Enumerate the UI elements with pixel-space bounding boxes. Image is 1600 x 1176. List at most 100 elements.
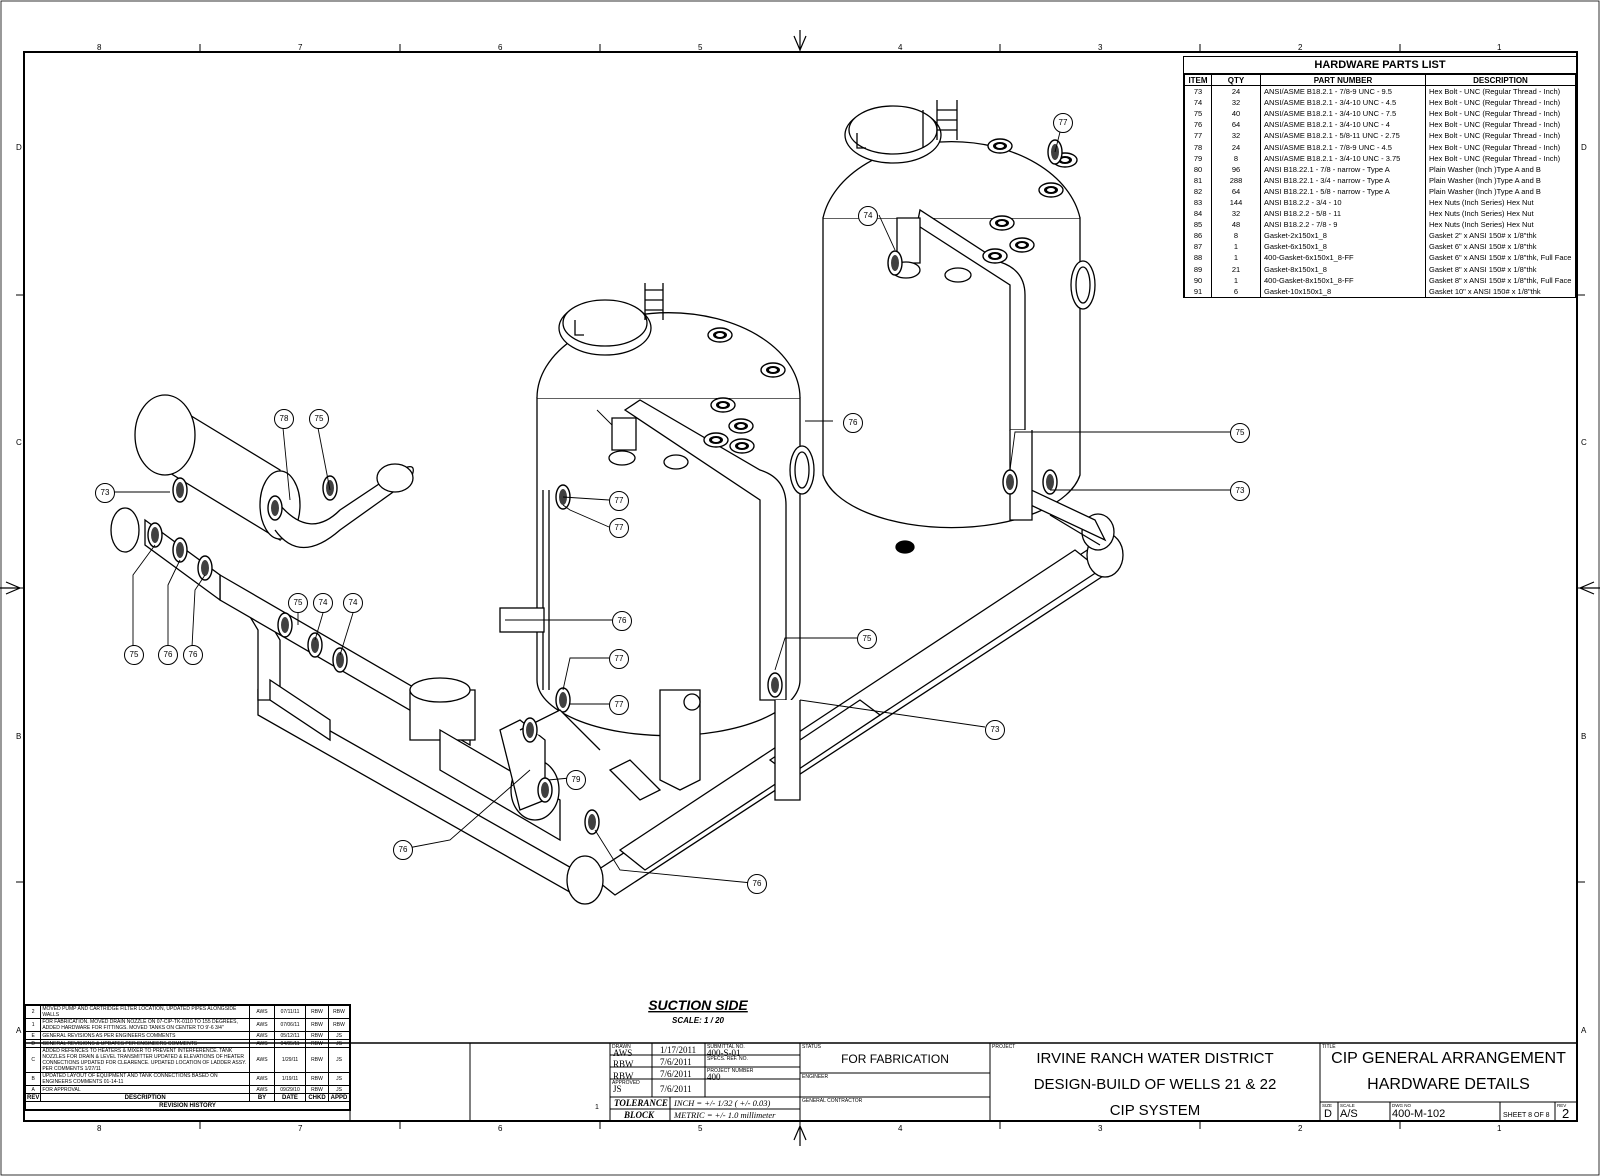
parts-item: 85 — [1184, 219, 1212, 231]
zone-bottom-7: 7 — [298, 1124, 303, 1133]
parts-qty: 96 — [1211, 163, 1261, 175]
tb-submittal-no: 400-S-01 — [707, 1048, 741, 1058]
parts-item: 75 — [1184, 108, 1212, 120]
parts-description: Gasket 8" x ANSI 150# x 1/8"thk — [1425, 263, 1576, 275]
rev-date: 1/29/11 — [274, 1047, 306, 1073]
callout-bubble: 77 — [609, 649, 629, 669]
tb-one: 1 — [595, 1104, 599, 1111]
tb-approved-label: APPROVED — [612, 1080, 640, 1086]
parts-part-number: ANSI/ASME B18.2.1 - 7/8-9 UNC - 9.5 — [1260, 85, 1426, 98]
zone-top-6: 6 — [498, 43, 503, 52]
rev-chkd: RBW — [305, 1039, 329, 1048]
tb-block: BLOCK — [624, 1110, 655, 1120]
parts-description: Plain Washer (Inch )Type A and B — [1425, 185, 1576, 197]
callout-bubble: 76 — [747, 874, 767, 894]
rev-chkd: RBW — [305, 1031, 329, 1040]
callout-bubble: 75 — [309, 409, 329, 429]
tb-engr-date: 7/6/2011 — [660, 1069, 692, 1079]
rev-col-date: DATE — [274, 1093, 306, 1102]
tb-project-field-label: PROJECT — [992, 1044, 1016, 1050]
view-scale: SCALE: 1 / 20 — [672, 1016, 725, 1025]
callout-bubble: 76 — [393, 840, 413, 860]
rev-chkd: RBW — [305, 1005, 329, 1019]
tb-gc-label: GENERAL CONTRACTOR — [802, 1098, 863, 1104]
parts-description: Gasket 10" x ANSI 150# x 1/8"thk — [1425, 285, 1576, 297]
parts-qty: 8 — [1211, 152, 1261, 164]
tb-approved-by: JS — [613, 1084, 622, 1094]
rev-id: E — [24, 1031, 42, 1040]
rev-id: D — [24, 1039, 42, 1048]
callout-bubble: 77 — [609, 491, 629, 511]
tb-status: FOR FABRICATION — [841, 1052, 949, 1066]
parts-item: 81 — [1184, 174, 1212, 186]
parts-part-number: Gasket-8x150x1_8 — [1260, 263, 1426, 275]
rev-date: 07/06/11 — [274, 1018, 306, 1032]
parts-item: 76 — [1184, 119, 1212, 131]
parts-item: 78 — [1184, 141, 1212, 153]
rev-col-appd: APPD — [328, 1093, 350, 1102]
rev-chkd: RBW — [305, 1018, 329, 1032]
rev-appd: JS — [328, 1072, 350, 1086]
rev-date: 09/29/10 — [274, 1085, 306, 1094]
parts-description: Hex Bolt - UNC (Regular Thread - Inch) — [1425, 85, 1576, 98]
rev-appd: JS — [328, 1047, 350, 1073]
parts-description: Hex Bolt - UNC (Regular Thread - Inch) — [1425, 152, 1576, 164]
zone-top-1: 1 — [1497, 43, 1502, 52]
callout-bubble: 79 — [566, 770, 586, 790]
zone-top-2: 2 — [1298, 43, 1303, 52]
rev-date: 07/11/11 — [274, 1005, 306, 1019]
callout-bubble: 75 — [857, 629, 877, 649]
revision-footer-row: REVISION HISTORY — [25, 1101, 350, 1110]
rev-col-description: DESCRIPTION — [40, 1093, 250, 1102]
tb-title-1: CIP GENERAL ARRANGEMENT — [1331, 1050, 1566, 1067]
tb-dwg-no: 400-M-102 — [1392, 1108, 1446, 1120]
parts-description: Hex Bolt - UNC (Regular Thread - Inch) — [1425, 130, 1576, 142]
rev-by: AWS — [249, 1039, 275, 1048]
parts-part-number: Gasket-6x150x1_8 — [1260, 241, 1426, 253]
callout-bubble: 77 — [1053, 113, 1073, 133]
tb-drawn-by: AWS — [613, 1048, 633, 1058]
rev-description: GENERAL REVISIONS AS PER ENGINEERS COMME… — [40, 1031, 250, 1040]
zone-top-4: 4 — [898, 43, 903, 52]
parts-item: 79 — [1184, 152, 1212, 164]
rev-description: FOR APPROVAL — [40, 1085, 250, 1094]
tb-title-2: HARDWARE DETAILS — [1367, 1076, 1530, 1093]
tb-engr-by: RBW — [613, 1071, 634, 1081]
callout-bubble: 73 — [985, 720, 1005, 740]
callout-bubble: 76 — [158, 645, 178, 665]
col-part-number: PART NUMBER — [1260, 74, 1426, 86]
rev-chkd: RBW — [305, 1072, 329, 1086]
tb-size-label: SIZE — [1322, 1103, 1333, 1108]
parts-description: Hex Bolt - UNC (Regular Thread - Inch) — [1425, 97, 1576, 109]
rev-date: 04/05/11 — [274, 1039, 306, 1048]
parts-part-number: ANSI/ASME B18.2.1 - 3/4-10 UNC - 7.5 — [1260, 108, 1426, 120]
tb-drawn-date: 1/17/2011 — [660, 1045, 697, 1055]
parts-description: Hex Bolt - UNC (Regular Thread - Inch) — [1425, 119, 1576, 131]
rev-id: A — [24, 1085, 42, 1094]
tb-submittal-label: SUBMITTAL NO. — [707, 1044, 745, 1050]
rev-appd: JS — [328, 1031, 350, 1040]
callout-bubble: 77 — [609, 518, 629, 538]
parts-description: Hex Nuts (Inch Series) Hex Nut — [1425, 196, 1576, 209]
callout-bubble: 73 — [1230, 481, 1250, 501]
parts-description: Hex Nuts (Inch Series) Hex Nut — [1425, 208, 1576, 220]
zone-top-8: 8 — [97, 43, 102, 52]
revision-header-row: REV DESCRIPTION BY DATE CHKD APPD — [24, 1093, 350, 1102]
parts-part-number: Gasket-10x150x1_8 — [1260, 285, 1426, 297]
tb-inch-tolerance: INCH = +/- 1/32 ( +/- 0.03) — [674, 1098, 771, 1108]
parts-item: 77 — [1184, 130, 1212, 142]
